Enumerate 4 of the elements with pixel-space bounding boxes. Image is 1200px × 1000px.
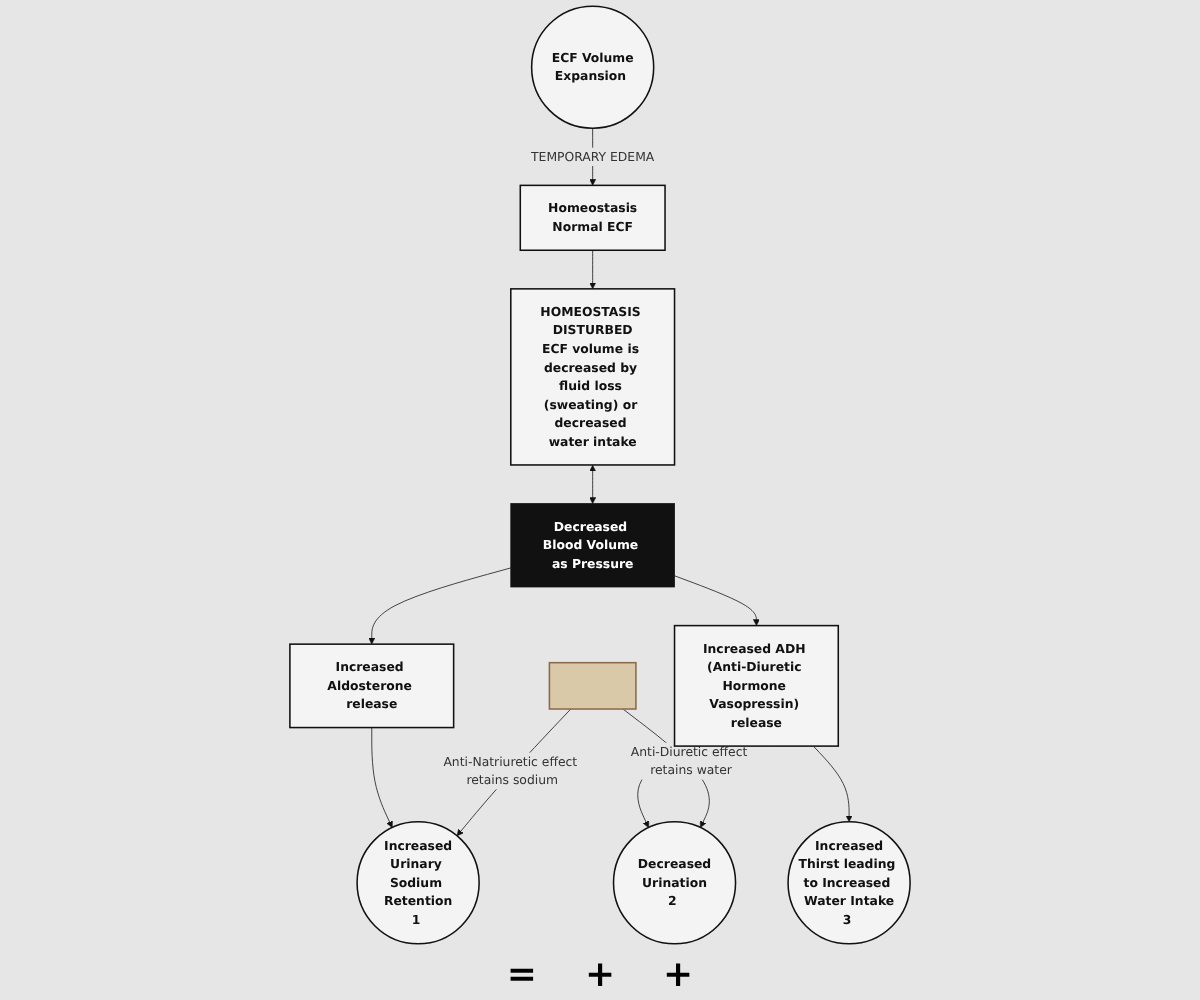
operator-sign: =: [506, 954, 537, 996]
operator-sign: +: [584, 954, 616, 996]
node-box: [548, 661, 637, 710]
operator-sign: +: [663, 954, 694, 996]
